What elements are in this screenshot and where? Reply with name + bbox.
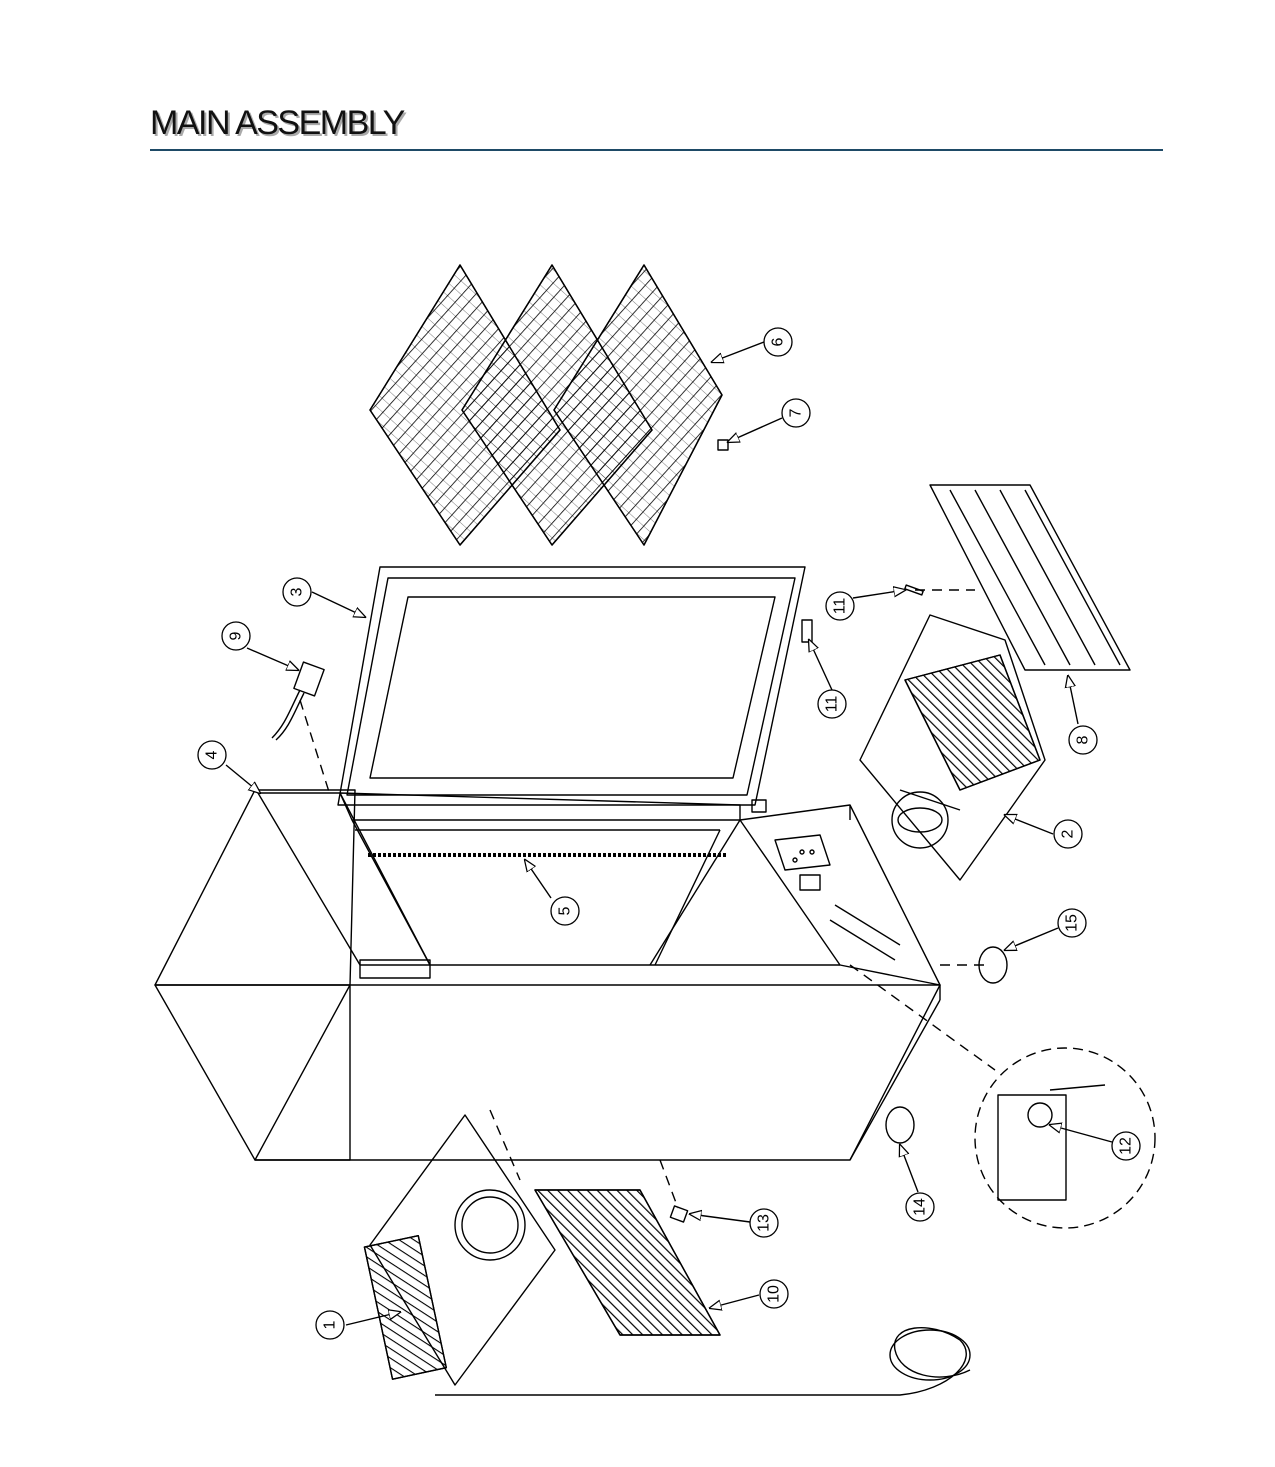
callout-label: 8 — [1075, 735, 1092, 744]
title-rule — [150, 149, 1163, 151]
callout-7: 7 — [781, 398, 811, 428]
callout-label: 10 — [766, 1285, 783, 1303]
callout-3: 3 — [282, 577, 312, 607]
callout-circle — [905, 1192, 935, 1222]
callout-circle — [197, 740, 227, 770]
callout-circle — [1057, 908, 1087, 938]
callout-10: 10 — [759, 1279, 789, 1309]
callout-circle — [282, 577, 312, 607]
callout-circle — [315, 1310, 345, 1340]
callout-circle — [817, 689, 847, 719]
callout-label: 6 — [770, 337, 787, 346]
callout-16: 15 — [1057, 908, 1087, 938]
projection-lines — [299, 589, 996, 1209]
callout-circle — [825, 591, 855, 621]
callout-circle — [1053, 819, 1083, 849]
callout-circle — [749, 1208, 779, 1238]
callout-label: 7 — [788, 408, 805, 417]
callout-label: 3 — [289, 587, 306, 596]
cabinet-body — [154, 789, 941, 1161]
callout-label: 11 — [832, 598, 849, 615]
callout-5: 5 — [550, 896, 580, 926]
lock-detail — [974, 1047, 1156, 1229]
callout-circle — [1068, 725, 1098, 755]
evaporator-assembly — [363, 1114, 556, 1386]
callout-6: 6 — [763, 327, 793, 357]
callout-9: 9 — [221, 621, 251, 651]
wire-shelves — [369, 264, 729, 546]
callout-label: 1 — [322, 1320, 339, 1329]
evaporator-grille — [534, 1189, 721, 1336]
callout-leaders — [225, 341, 1113, 1326]
callout-label: 15 — [1064, 914, 1081, 932]
door-panel — [337, 566, 813, 813]
callout-13: 12 — [1111, 1131, 1141, 1161]
callout-14: 13 — [749, 1208, 779, 1238]
callout-label: 5 — [557, 906, 574, 915]
back-panel — [929, 484, 1131, 671]
callout-label: 9 — [228, 631, 245, 640]
callout-11: 11 — [825, 591, 855, 621]
callout-circle — [221, 621, 251, 651]
callout-15: 14 — [905, 1192, 935, 1222]
callout-label: 12 — [1118, 1137, 1135, 1155]
wire-harness — [271, 661, 325, 741]
callout-circle — [781, 398, 811, 428]
page-title: MAIN ASSEMBLY — [150, 104, 405, 142]
callout-label: 4 — [204, 750, 221, 759]
callout-label: 14 — [912, 1198, 929, 1216]
callout-label: 13 — [756, 1214, 773, 1232]
callout-circle — [550, 896, 580, 926]
callout-8: 8 — [1068, 725, 1098, 755]
drain-tube — [435, 1327, 971, 1396]
condensing-unit — [859, 614, 1046, 881]
callout-circle — [759, 1279, 789, 1309]
callout-label: 2 — [1060, 829, 1077, 838]
callout-2: 2 — [1053, 819, 1083, 849]
callout-4: 4 — [197, 740, 227, 770]
control-box — [774, 834, 901, 961]
callout-circle — [763, 327, 793, 357]
callout-circle — [1111, 1131, 1141, 1161]
callout-label: 11 — [824, 696, 841, 713]
callout-1: 1 — [315, 1310, 345, 1340]
callout-12: 11 — [817, 689, 847, 719]
